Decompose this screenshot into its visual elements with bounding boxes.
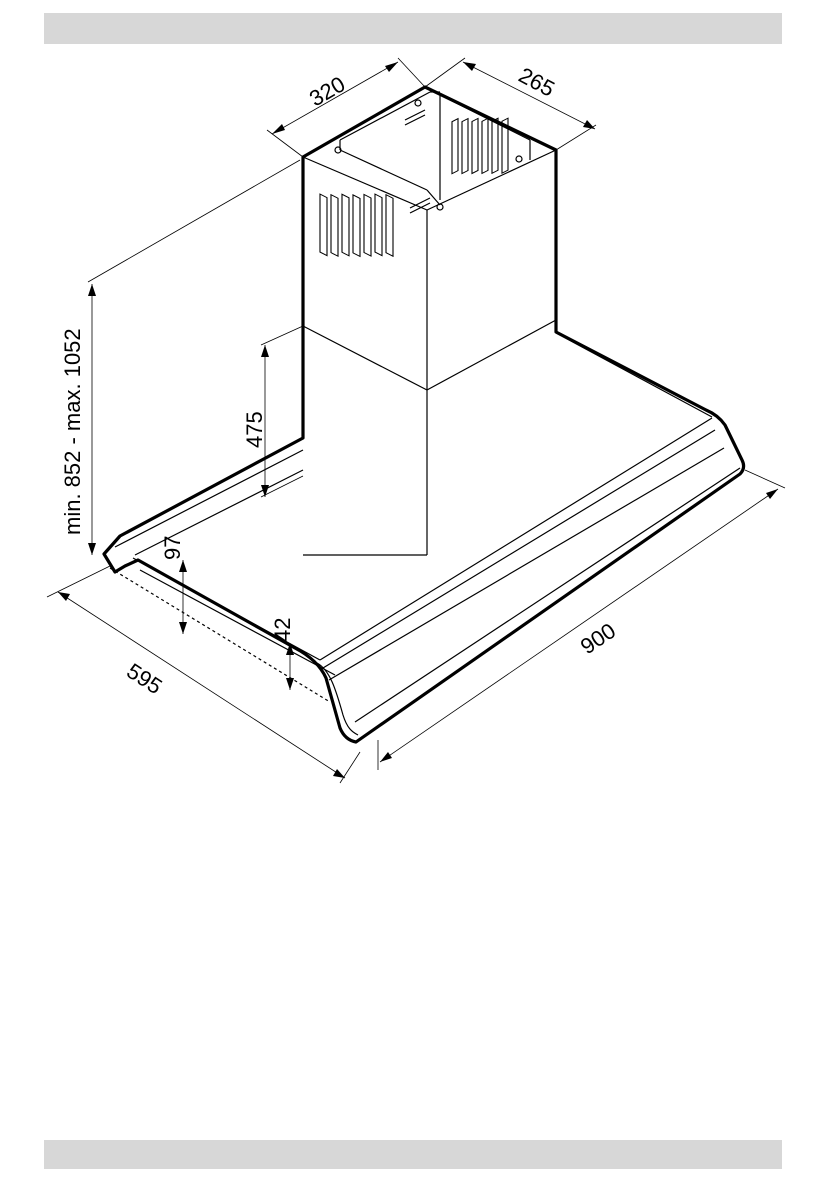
vent-slots-front — [320, 194, 393, 256]
dim-chimney-depth: 265 — [515, 62, 559, 101]
dim-chimney-width: 320 — [305, 71, 349, 111]
chimney — [303, 92, 556, 555]
dim-canopy-width: 900 — [576, 618, 620, 659]
dim-canopy-edge-height: 42 — [270, 618, 295, 642]
hood-outline — [104, 87, 744, 742]
vent-slots-back — [452, 118, 508, 174]
dim-lower-chimney-height: 475 — [242, 411, 267, 448]
dim-canopy-front-height: 97 — [160, 536, 185, 560]
canopy-detail — [110, 333, 740, 735]
dim-height-range: min. 852 - max. 1052 — [60, 328, 85, 535]
dim-canopy-depth: 595 — [122, 658, 166, 699]
arrowheads — [58, 62, 778, 778]
